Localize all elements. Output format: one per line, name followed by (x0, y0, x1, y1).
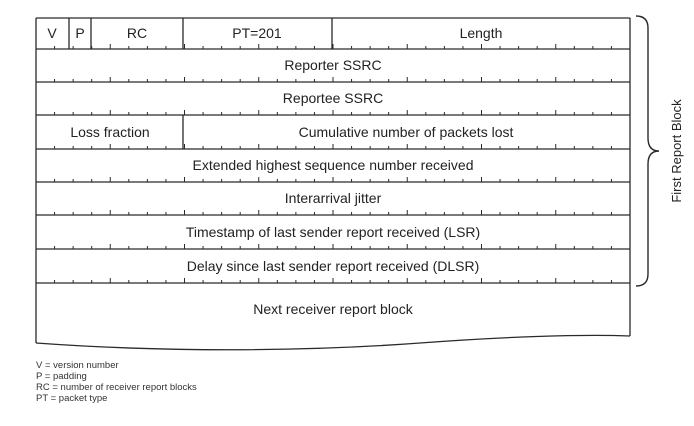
lsr-label: Timestamp of last sender report received… (186, 224, 480, 240)
extended-highest-seq-label: Extended highest sequence number receive… (193, 157, 474, 173)
rtcp-packet-diagram: V P RC PT=201 Length Reporter SSRC Repor… (35, 15, 684, 351)
dlsr-label: Delay since last sender report received … (187, 258, 480, 274)
next-block-label: Next receiver report block (253, 301, 414, 317)
bit-ticks (54, 44, 612, 283)
next-block-torn-edge (35, 334, 631, 351)
rc-label: RC (127, 25, 147, 41)
version-label: V (47, 25, 57, 41)
legend-version: V = version number (36, 360, 119, 371)
legend-rc: RC = number of receiver report blocks (36, 382, 197, 393)
first-report-block-label: First Report Block (669, 99, 684, 203)
reportee-ssrc-label: Reportee SSRC (283, 90, 383, 106)
length-label: Length (460, 25, 503, 41)
packet-type-label: PT=201 (232, 25, 282, 41)
padding-label: P (75, 25, 84, 41)
legend-padding: P = padding (36, 371, 87, 382)
cumulative-lost-label: Cumulative number of packets lost (299, 124, 514, 140)
legend-pt: PT = packet type (36, 393, 108, 404)
reporter-ssrc-label: Reporter SSRC (284, 57, 381, 73)
legend: V = version number P = padding RC = numb… (36, 360, 197, 404)
first-report-block-brace (635, 15, 660, 287)
interarrival-jitter-label: Interarrival jitter (285, 190, 382, 206)
loss-fraction-label: Loss fraction (70, 124, 149, 140)
